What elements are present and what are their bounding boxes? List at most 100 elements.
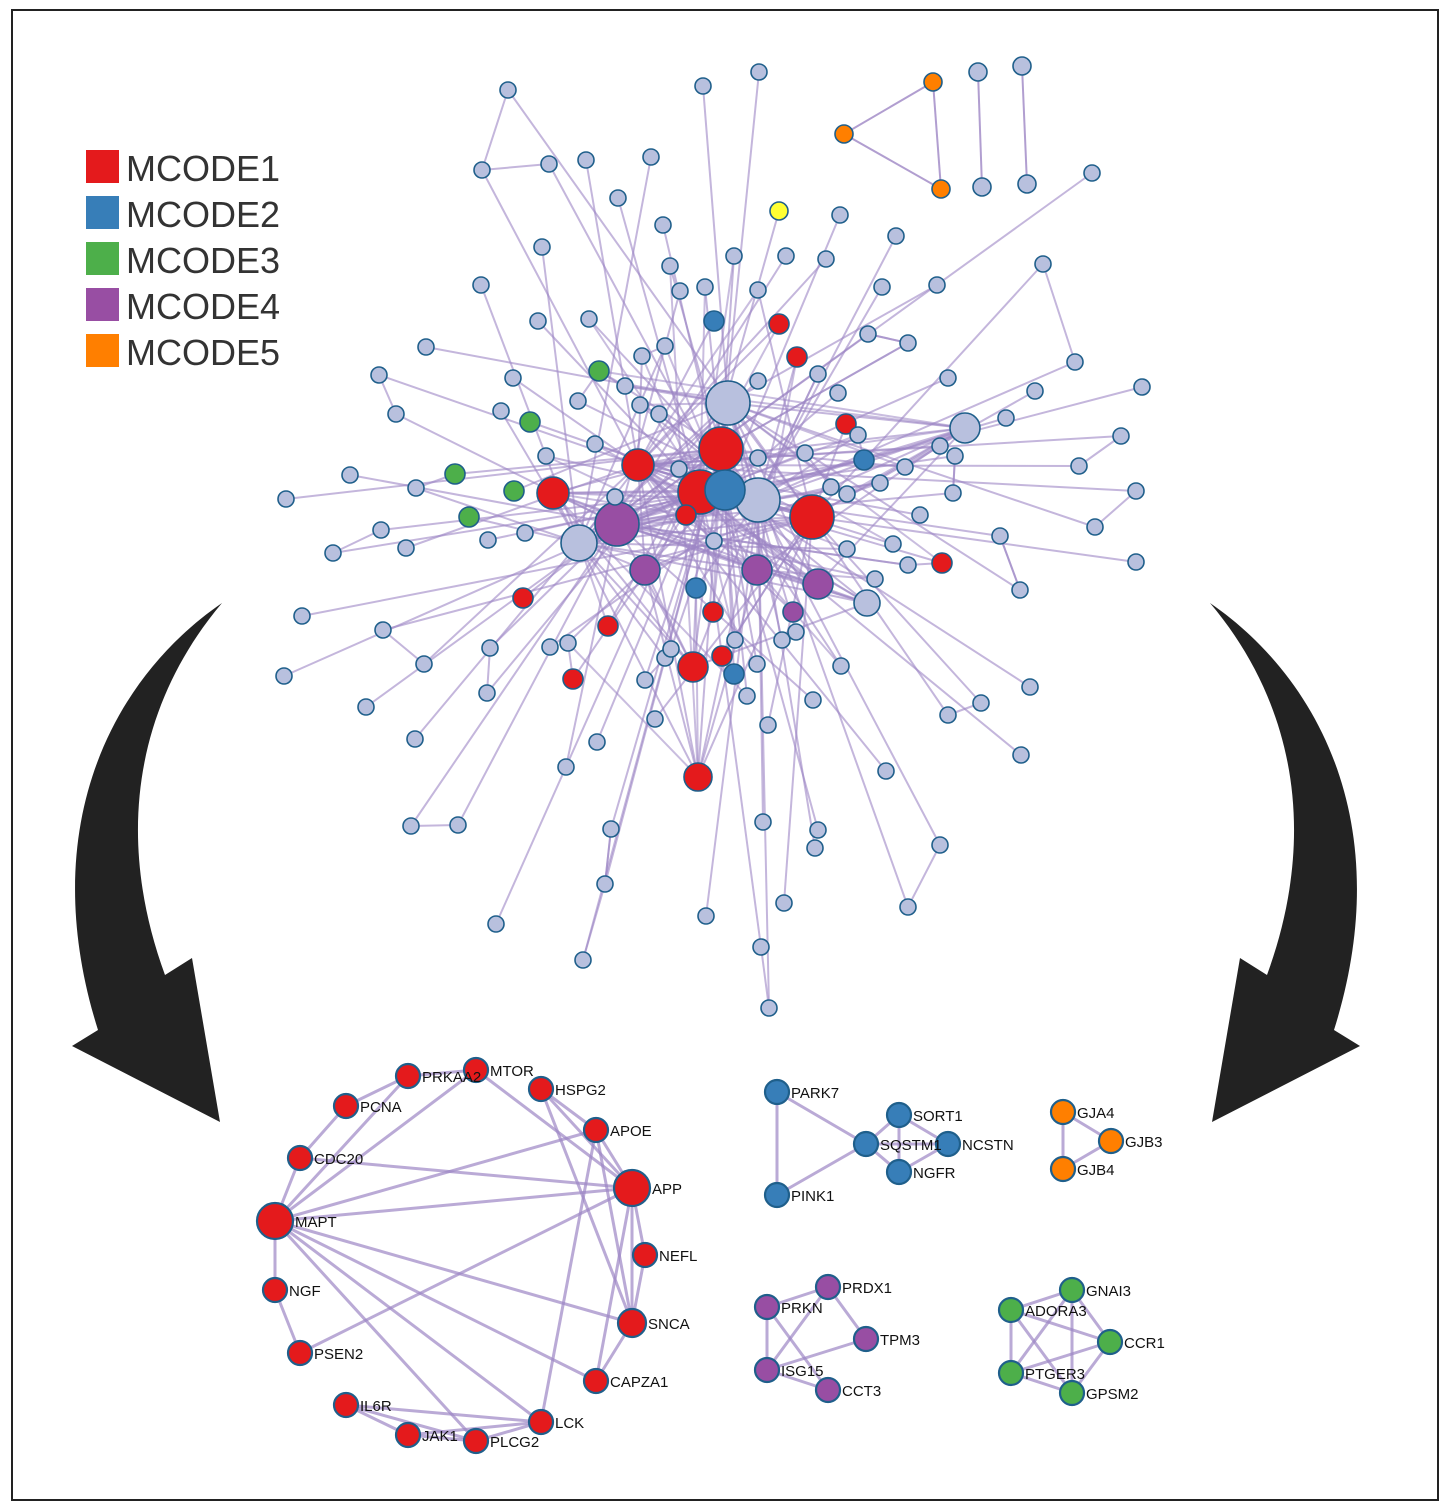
network-node-other [911,506,929,524]
network-edges [283,65,1143,1009]
network-edge [727,402,1021,591]
network-edge [811,516,949,716]
network-node-mcode1 [677,651,709,683]
network-node-other [472,276,490,294]
network-node-other [931,836,949,854]
legend-label: MCODE5 [126,332,280,373]
network-node-other [738,687,756,705]
left-arrow-icon [72,603,222,1122]
module-node-mcode1 [332,1391,360,1419]
legend-label: MCODE4 [126,286,280,327]
network-edge [702,85,729,404]
network-node-other [1083,164,1101,182]
gene-label: PCNA [360,1099,402,1116]
legend-swatch-mcode2 [86,196,119,229]
network-node-other [1086,518,1104,536]
network-node-other [796,444,814,462]
module-node-mcode5 [1097,1127,1125,1155]
network-node-other [1012,746,1030,764]
network-node-other [754,813,772,831]
module-edge [765,1286,830,1371]
gene-label: GNAI3 [1086,1283,1131,1300]
module-node-mcode1 [582,1367,610,1395]
gene-label: NGFR [913,1165,956,1182]
gene-label: PINK1 [791,1188,834,1205]
network-node-other [402,817,420,835]
network-edge [332,529,382,554]
network-node-other [748,655,766,673]
module-node-mcode2 [885,1158,913,1186]
network-node-other [859,325,877,343]
legend-swatch-mcode5 [86,334,119,367]
module-edge [274,1219,542,1424]
network-edge [670,489,726,650]
network-edge [757,499,816,849]
network-node-other [499,81,517,99]
network-node-other [577,151,595,169]
module-edge [274,1219,597,1383]
network-node-other [277,490,295,508]
gene-label: JAK1 [422,1428,458,1445]
network-node-other [972,694,990,712]
network-node-other [609,189,627,207]
network-node-other [529,312,547,330]
network-edge [1094,490,1137,528]
network-edge [382,516,813,631]
network-edge [548,163,726,491]
module-node-mcode2 [763,1181,791,1209]
network-node-other [939,369,957,387]
network-edge [481,163,550,171]
module-node-mcode4 [814,1376,842,1404]
module-edge [766,1337,867,1372]
network-edge [1042,263,1076,363]
network-edge [907,844,941,908]
gene-label: PSEN2 [314,1346,363,1363]
gene-label: APP [652,1181,682,1198]
network-node-mcode4 [594,501,640,547]
network-node-other [899,898,917,916]
module-node-mcode1 [527,1075,555,1103]
network-node-mcode1 [562,668,584,690]
network-node-other [662,640,680,658]
module-node-mcode4 [753,1356,781,1384]
module-edge [1009,1289,1074,1374]
network-edge [843,133,942,190]
network-node-other [705,532,723,550]
gene-label: ISG15 [781,1363,824,1380]
network-node-other [749,449,767,467]
gene-label: ADORA3 [1025,1303,1087,1320]
network-node-other [586,435,604,453]
module-node-mcode3 [1096,1328,1124,1356]
network-node-other [849,426,867,444]
right-arrow-icon [1210,603,1360,1122]
network-node-other [725,247,743,265]
module-node-mcode3 [997,1296,1025,1324]
network-edge [999,535,1021,591]
network-node-other [341,466,359,484]
network-node-other [633,347,651,365]
network-edge [720,342,909,450]
module-node-mcode2 [852,1130,880,1158]
module-edge [345,1403,542,1424]
network-node-other [559,634,577,652]
network-node-other [580,310,598,328]
network-edge [410,523,618,827]
network-node-other [939,706,957,724]
network-node-mcode1 [835,413,857,435]
network-node-other [642,148,660,166]
network-node-mcode3 [444,463,466,485]
module-edge [1010,1340,1111,1375]
module-node-mcode1 [612,1168,652,1208]
network-node-other [991,527,1009,545]
network-node-other [560,524,598,562]
network-node-other [406,730,424,748]
network-node-other [596,875,614,893]
network-edge [414,542,580,740]
network-edge [486,402,729,694]
network-node-mcode1 [789,494,835,540]
module-edge [594,1187,634,1382]
network-node-other [944,484,962,502]
network-edge [757,356,798,501]
gene-label: HSPG2 [555,1082,606,1099]
